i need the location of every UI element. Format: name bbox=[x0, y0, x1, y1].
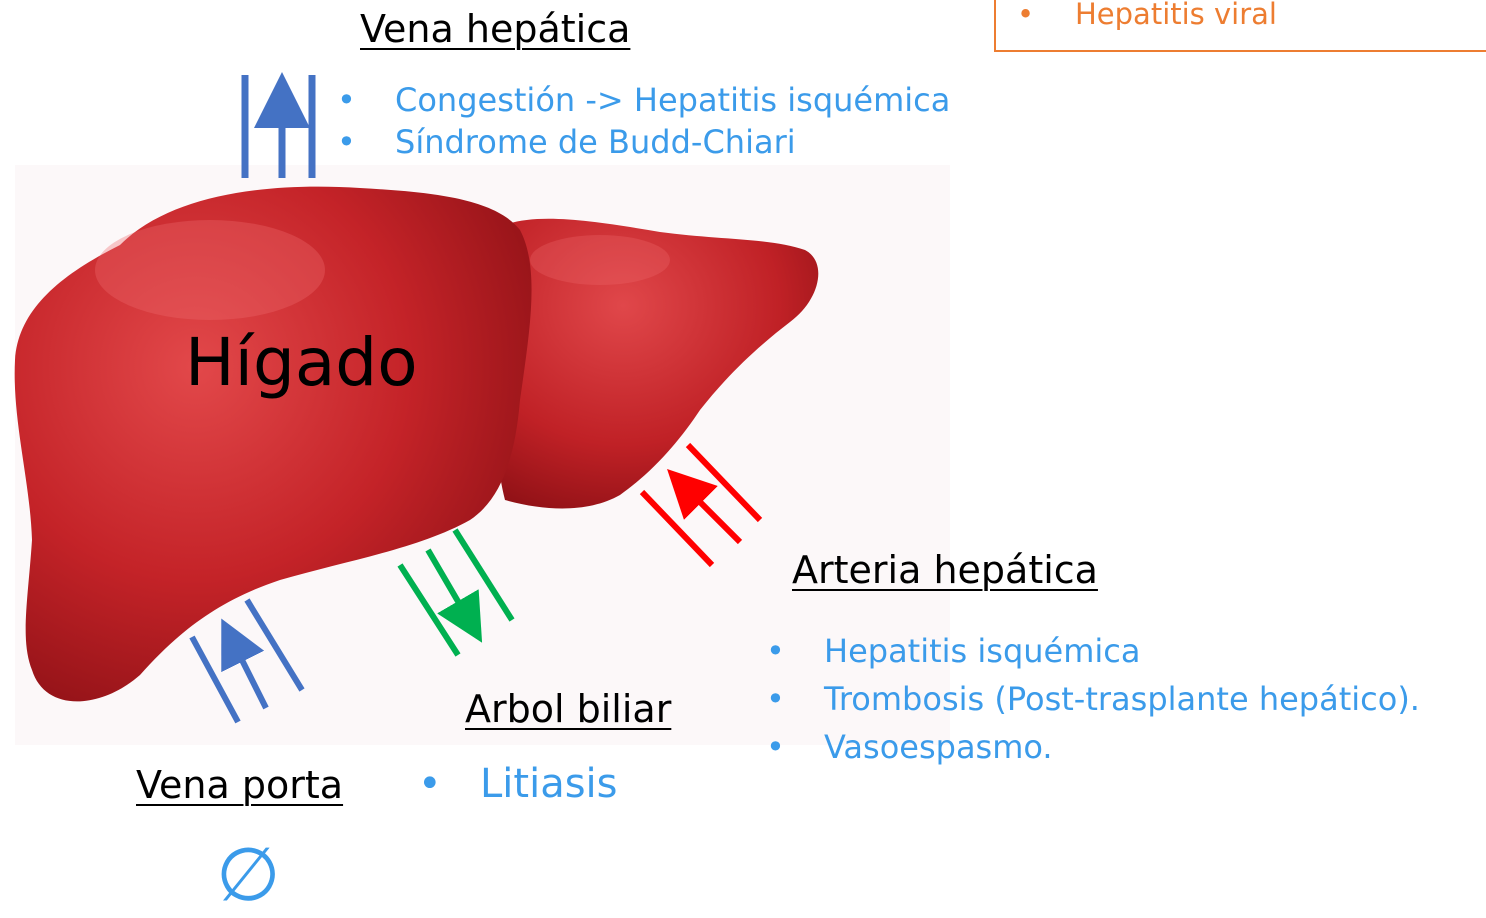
arrow-line bbox=[667, 469, 743, 545]
arteria-hepatica-item: Vasoespasmo. bbox=[766, 723, 1420, 771]
arrow-line bbox=[685, 442, 763, 523]
vena-porta-title: Vena porta bbox=[136, 763, 344, 807]
arbol-biliar-list: Litiasis bbox=[418, 758, 618, 810]
arrow-line bbox=[397, 563, 461, 657]
liver-left-lobe-shape bbox=[492, 218, 819, 509]
hepatitis-info-list: Hepatitis viral bbox=[1017, 0, 1277, 34]
arteria-hepatica-item: Trombosis (Post-trasplante hepático). bbox=[766, 675, 1420, 723]
empty-set-symbol: ∅ bbox=[216, 832, 281, 918]
liver-body-shape bbox=[14, 186, 532, 702]
arteria-hepatica-title: Arteria hepática bbox=[792, 548, 1098, 592]
vena-porta-arrows bbox=[189, 598, 305, 724]
arteria-hepatica-list: Hepatitis isquémica Trombosis (Post-tras… bbox=[766, 627, 1420, 771]
arbol-biliar-arrows bbox=[397, 528, 515, 657]
arrow-line bbox=[189, 635, 241, 724]
lobe-highlight bbox=[530, 235, 670, 285]
arrow-line bbox=[244, 598, 305, 692]
hepatitis-info-box bbox=[994, 0, 1486, 52]
arteria-hepatica-item: Hepatitis isquémica bbox=[766, 627, 1420, 675]
liver-label: Hígado bbox=[185, 324, 418, 401]
arrow-line bbox=[639, 489, 715, 568]
vena-hepatica-item: Congestión -> Hepatitis isquémica bbox=[337, 80, 950, 122]
hepatitis-info-item: Hepatitis viral bbox=[1017, 0, 1277, 34]
vena-hepatica-list: Congestión -> Hepatitis isquémica Síndro… bbox=[337, 80, 950, 163]
arbol-biliar-title: Arbol biliar bbox=[465, 687, 672, 731]
arteria-hepatica-arrows bbox=[639, 442, 763, 568]
arrow-line bbox=[452, 528, 515, 622]
liver-highlight bbox=[95, 220, 325, 320]
arrow-line bbox=[425, 548, 483, 643]
arbol-biliar-item: Litiasis bbox=[418, 758, 618, 810]
arrow-line bbox=[221, 618, 269, 710]
vena-hepatica-title: Vena hepática bbox=[360, 7, 631, 51]
vena-hepatica-item: Síndrome de Budd-Chiari bbox=[337, 122, 950, 164]
vena-hepatica-arrows bbox=[241, 72, 316, 178]
